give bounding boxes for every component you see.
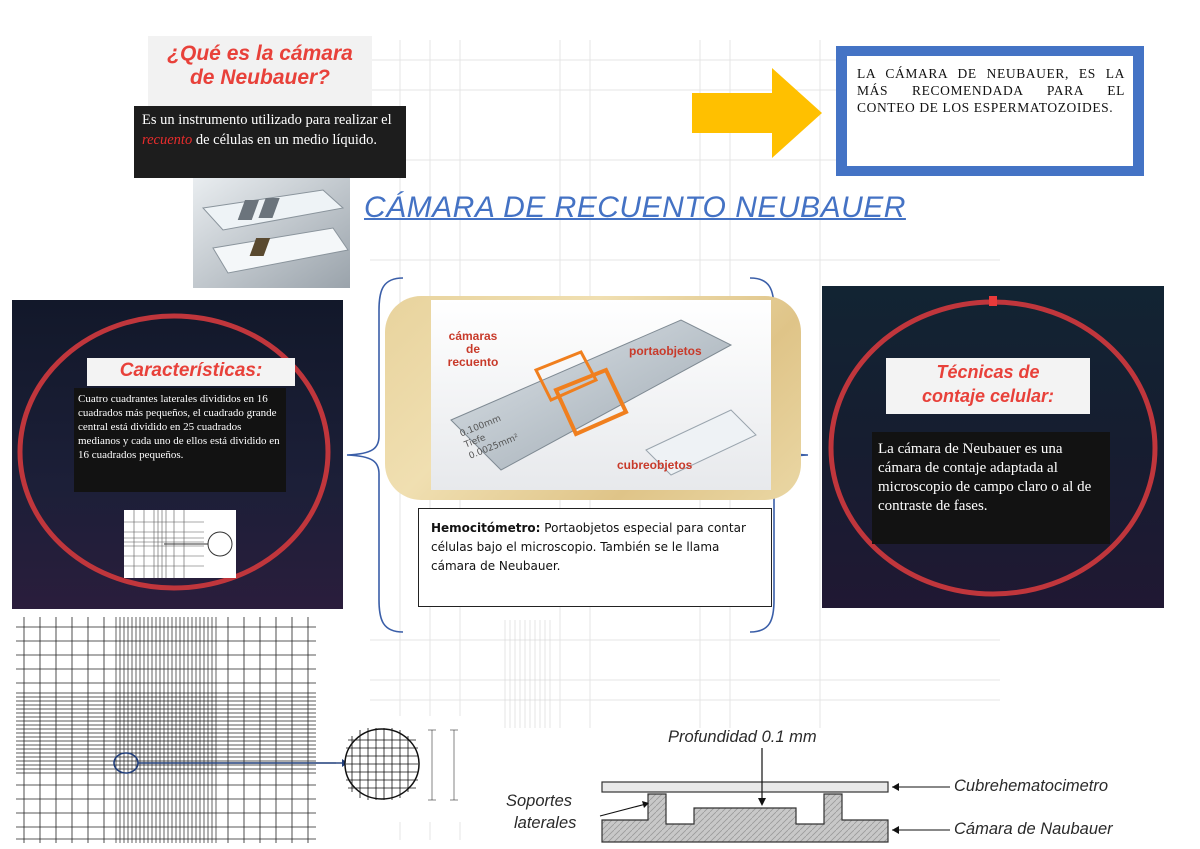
- label-chambers-3: recuento: [448, 355, 499, 369]
- hemocytometer-definition: Hemocitómetro: Portaobjetos especial par…: [431, 519, 761, 576]
- techniques-text: La cámara de Neubauer es una cámara de c…: [878, 441, 1092, 514]
- characteristics-title: Características:: [119, 360, 263, 381]
- chamber-label: Cámara de Naubauer: [954, 820, 1113, 838]
- characteristics-title-box: Características:: [87, 358, 295, 386]
- callout-text: LA CÁMARA DE NEUBAUER, ES LA MÁS RECOMEN…: [857, 66, 1125, 115]
- panel-ring: [828, 296, 1158, 597]
- callout-inner: LA CÁMARA DE NEUBAUER, ES LA MÁS RECOMEN…: [847, 56, 1133, 166]
- characteristics-text-box: Cuatro cuadrantes laterales divididos en…: [74, 388, 286, 492]
- characteristics-panel: Características: Cuatro cuadrantes later…: [12, 300, 343, 609]
- left-brace: [346, 277, 404, 633]
- hemo-term: Hemocitómetro:: [431, 521, 541, 535]
- label-slide: portaobjetos: [629, 344, 702, 358]
- techniques-title: Técnicas de contaje celular:: [886, 360, 1090, 408]
- panel-ring: [17, 313, 331, 591]
- callout-box: LA CÁMARA DE NEUBAUER, ES LA MÁS RECOMEN…: [836, 46, 1144, 176]
- question-desc-after: de células en un medio líquido.: [192, 132, 378, 148]
- cross-section-drawing: [500, 728, 1180, 848]
- question-title-box: ¿Qué es la cámara de Neubauer?: [148, 36, 372, 108]
- main-title: CÁMARA DE RECUENTO NEUBAUER: [364, 191, 906, 224]
- label-chambers-1: cámaras: [449, 329, 498, 343]
- characteristics-text: Cuatro cuadrantes laterales divididos en…: [78, 393, 280, 461]
- supports-label-line1: Soportes: [506, 792, 573, 810]
- neubauer-chamber-photo: [193, 178, 350, 288]
- question-title-line2: de Neubauer?: [189, 66, 331, 89]
- arrow-right-icon: [692, 68, 822, 158]
- photo-labels: cámaras de recuento portaobjetos cubreob…: [448, 329, 702, 472]
- techniques-title-line2: contaje celular:: [921, 386, 1055, 406]
- question-description-box: Es un instrumento utilizado para realiza…: [134, 106, 406, 178]
- question-title-line1: ¿Qué es la cámara: [167, 42, 353, 65]
- grid-thumbnail: [124, 510, 236, 578]
- label-cover: cubreobjetos: [617, 458, 693, 472]
- counting-techniques-panel: Técnicas de contaje celular: La cámara d…: [822, 286, 1164, 608]
- chamber-cross-section: Profundidad 0.1 mm Soportes laterales Cu…: [500, 728, 1180, 848]
- hemocytometer-definition-box: Hemocitómetro: Portaobjetos especial par…: [418, 508, 772, 607]
- label-chambers-2: de: [466, 342, 480, 356]
- supports-label-line2: laterales: [514, 814, 577, 832]
- depth-label: Profundidad 0.1 mm: [668, 728, 817, 746]
- cover-label: Cubrehematocimetro: [954, 777, 1109, 795]
- question-description: Es un instrumento utilizado para realiza…: [142, 110, 400, 150]
- techniques-title-box: Técnicas de contaje celular:: [886, 358, 1090, 414]
- techniques-text-box: La cámara de Neubauer es una cámara de c…: [872, 432, 1110, 544]
- question-desc-highlight: recuento: [142, 132, 193, 148]
- question-desc-before: Es un instrumento utilizado para realiza…: [142, 112, 392, 128]
- question-title: ¿Qué es la cámara de Neubauer?: [148, 42, 372, 90]
- hemo-definition-text: Portaobjetos especial para contar célula…: [431, 521, 746, 573]
- techniques-title-line1: Técnicas de: [936, 362, 1040, 382]
- counting-grid-diagram: [16, 617, 338, 843]
- zoomed-grid-detail: [336, 716, 486, 822]
